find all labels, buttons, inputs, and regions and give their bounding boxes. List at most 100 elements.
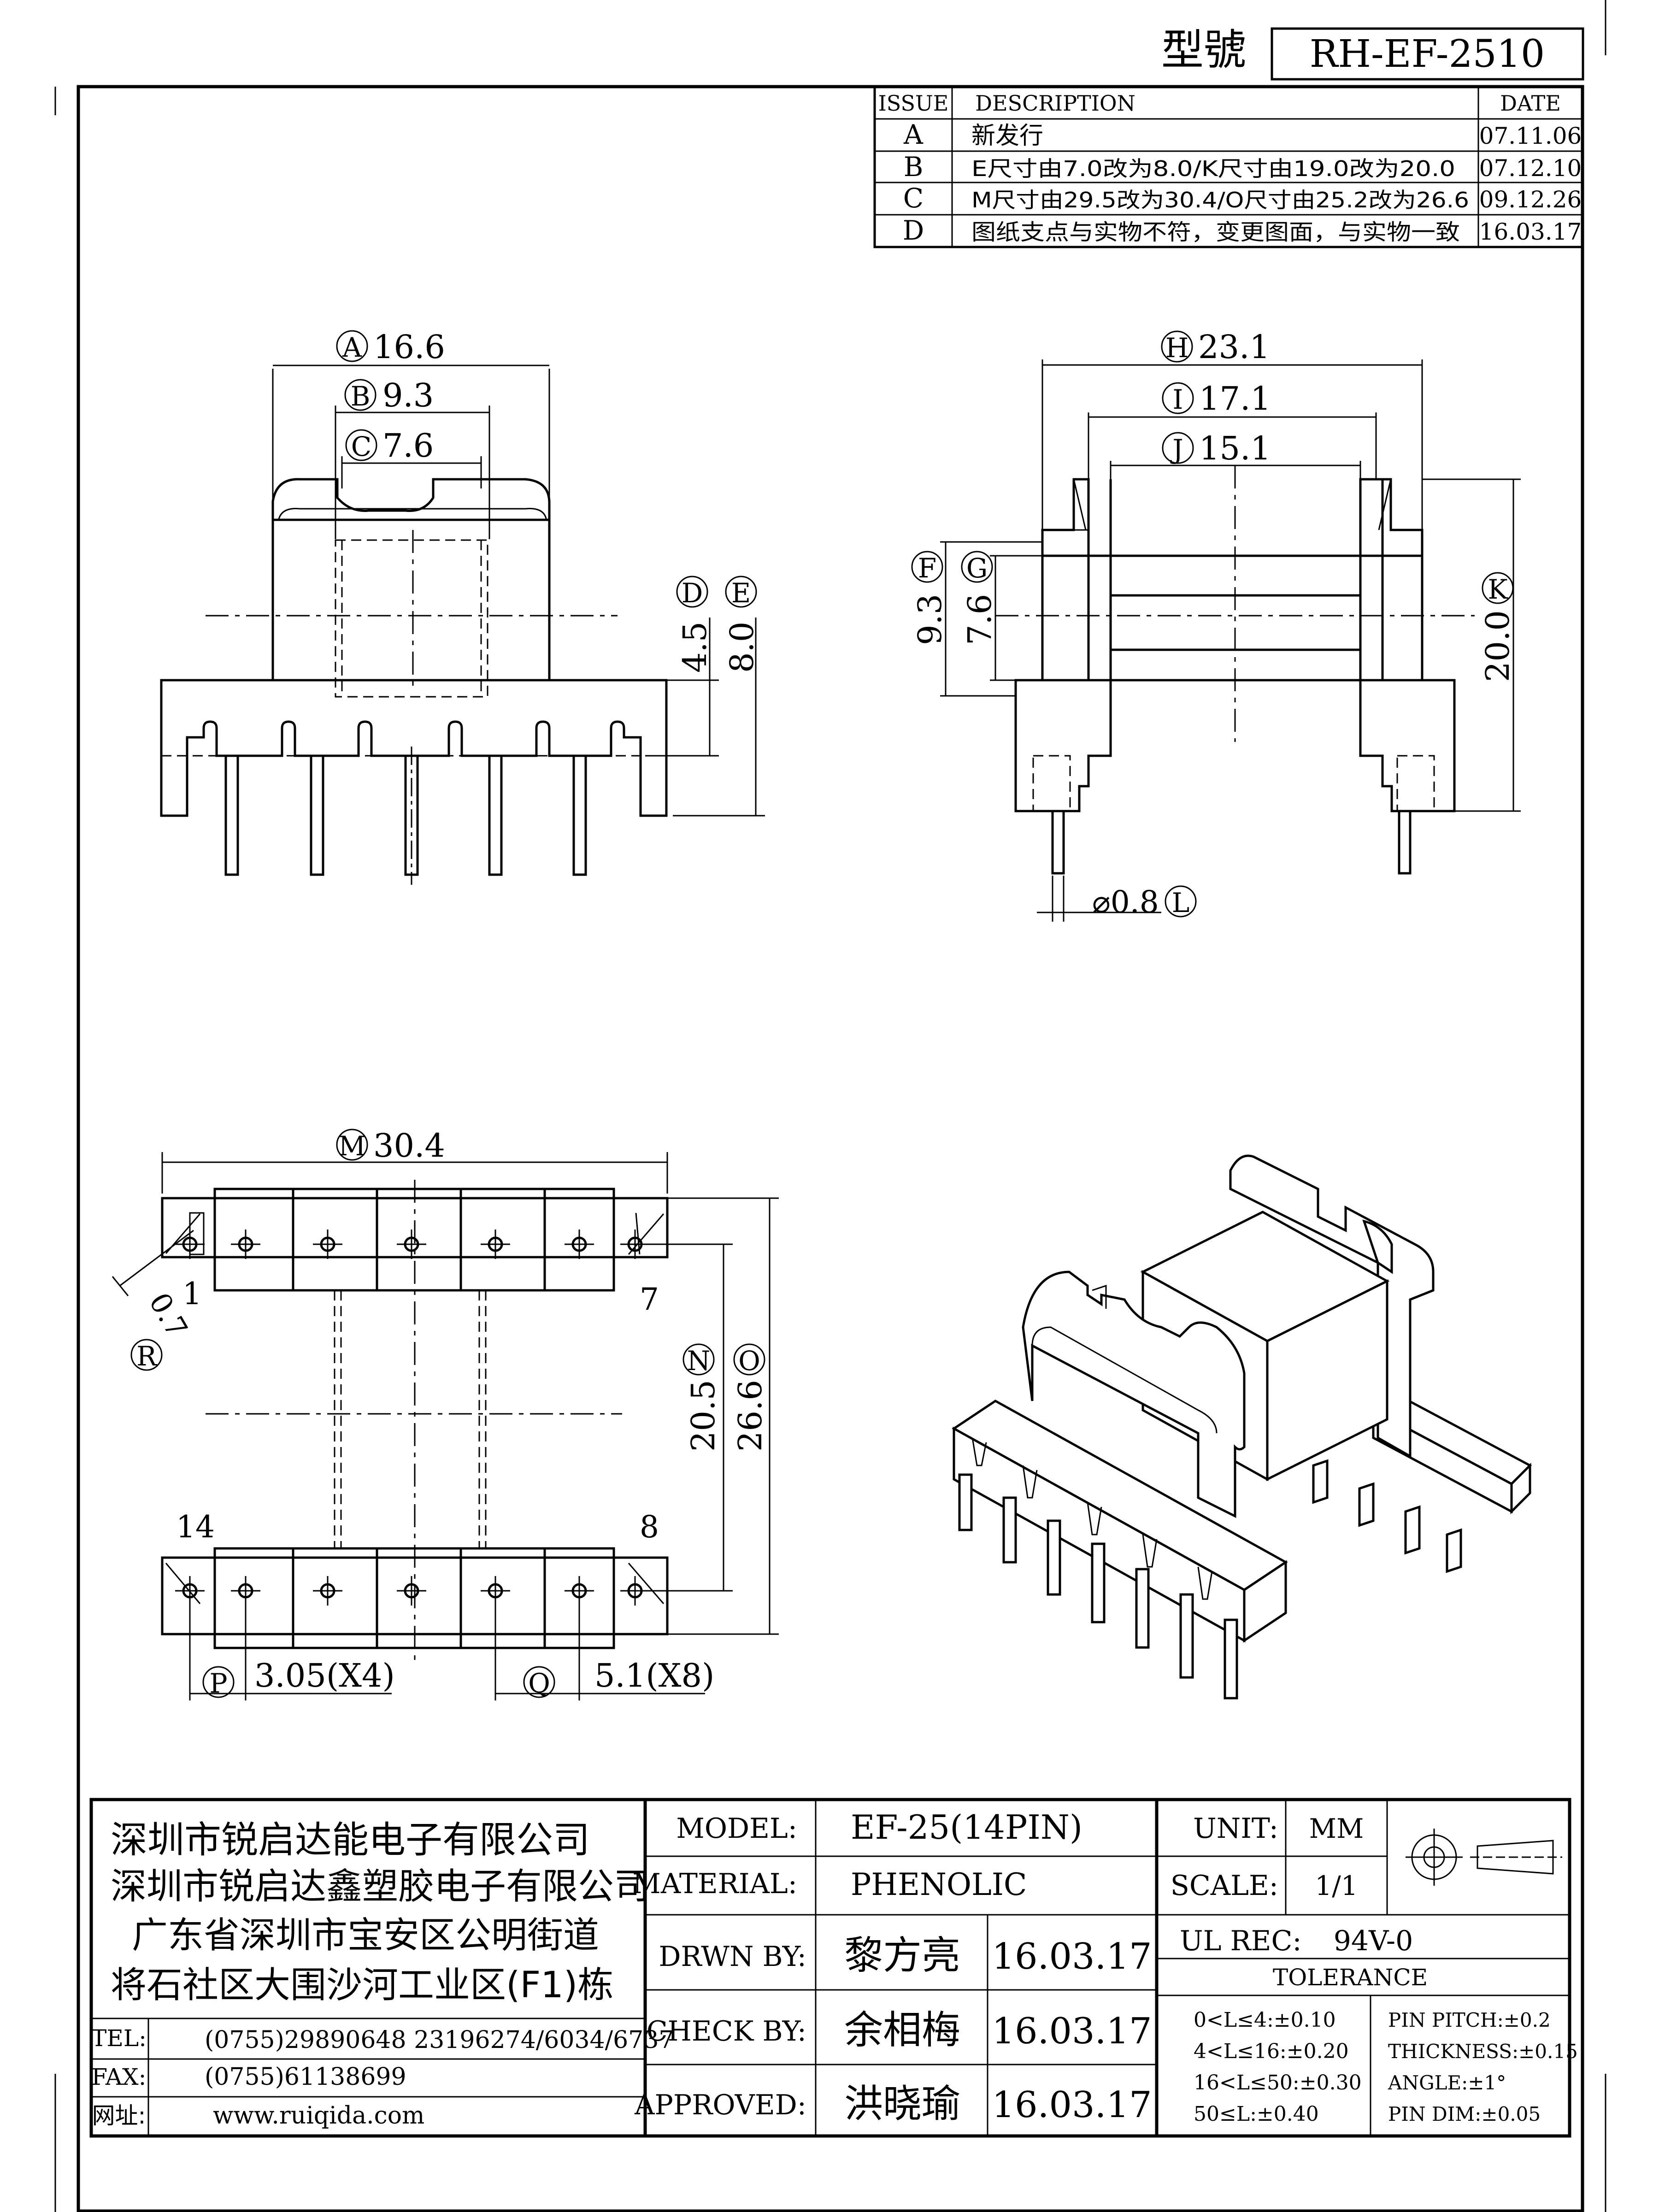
dim-P-value: 3.05(X4) (254, 1657, 395, 1694)
dim-L-letter: L (1172, 887, 1190, 918)
title-block: 深圳市锐启达能电子有限公司 深圳市锐启达鑫塑胶电子有限公司 广东省深圳市宝安区公… (89, 1798, 1578, 2138)
company-line-3: 广东省深圳市宝安区公明街道 (132, 1915, 599, 1956)
pin-label-14: 14 (176, 1509, 215, 1545)
revision-header-date: DATE (1500, 91, 1561, 116)
dim-P-letter: P (209, 1668, 227, 1699)
company-line-2: 深圳市锐启达鑫塑胶电子有限公司 (111, 1866, 650, 1907)
dim-A-letter: A (342, 332, 362, 363)
front-view (160, 365, 765, 885)
dim-O-letter: O (738, 1345, 760, 1377)
dim-H-value: 23.1 (1198, 328, 1270, 366)
revision-description: 图纸支点与实物不符，变更图面，与实物一致 (971, 219, 1460, 245)
dim-N-value: 20.5 (684, 1380, 722, 1452)
dim-F-letter: F (918, 553, 936, 584)
tolerance-title: TOLERANCE (1273, 1964, 1428, 1991)
dim-A-value: 16.6 (373, 328, 445, 366)
web-label: 网址: (92, 2102, 146, 2129)
dim-B-value: 9.3 (382, 377, 434, 414)
dim-N-letter: N (687, 1345, 711, 1377)
scale-value: 1/1 (1315, 1870, 1358, 1901)
tolerance-left-2: 4<L≤16:±0.20 (1194, 2040, 1349, 2063)
revision-date: 16.03.17 (1479, 218, 1582, 245)
dim-C-value: 7.6 (382, 427, 434, 465)
model-number-label: 型號 (1161, 25, 1246, 75)
revision-table: ISSUE DESCRIPTION DATE A 新发行 07.11.06 B … (873, 85, 1584, 248)
dim-G-value: 7.6 (961, 594, 999, 645)
dim-J-letter: J (1170, 434, 1183, 465)
revision-date: 07.12.10 (1479, 155, 1582, 182)
pin-label-7: 7 (640, 1282, 659, 1317)
tolerance-left-4: 50≤L:±0.40 (1194, 2102, 1319, 2126)
pin-label-8: 8 (640, 1509, 659, 1545)
model-number-value: RH-EF-2510 (1310, 32, 1545, 76)
checked-by-value: 余相梅 (844, 2007, 960, 2053)
dim-K-letter: K (1488, 574, 1508, 605)
model-label: MODEL: (676, 1812, 797, 1845)
dim-D-letter: D (682, 577, 703, 609)
tolerance-right-3: ANGLE:±1° (1388, 2071, 1506, 2094)
dimension-labels: A 16.6 B 9.3 C 7.6 D 4.5 E 8.0 F 9.3 G 7… (130, 328, 1517, 1699)
revision-issue: C (903, 182, 924, 214)
revision-issue: D (903, 215, 924, 246)
dim-H-letter: H (1165, 332, 1189, 364)
company-line-1: 深圳市锐启达能电子有限公司 (111, 1818, 590, 1861)
ul-label: UL REC: (1180, 1925, 1302, 1957)
dim-D-value: 4.5 (676, 622, 714, 673)
fax-label: FAX: (92, 2064, 147, 2090)
drawn-date: 16.03.17 (992, 1936, 1152, 1977)
web-value: www.ruiqida.com (213, 2102, 424, 2130)
drawn-by-value: 黎方亮 (844, 1933, 960, 1978)
revision-date: 07.11.06 (1479, 123, 1582, 149)
drawn-by-label: DRWN BY: (659, 1941, 806, 1973)
sheet-frame (54, 0, 1606, 2212)
unit-label: UNIT: (1193, 1812, 1278, 1845)
revision-header-description: DESCRIPTION (975, 91, 1135, 116)
material-label: MATERIAL: (632, 1868, 797, 1900)
dim-M-value: 30.4 (373, 1127, 445, 1165)
scale-label: SCALE: (1171, 1870, 1278, 1902)
pin-label-1: 1 (182, 1276, 202, 1312)
dim-O-value: 26.6 (731, 1380, 769, 1452)
model-value: EF-25(14PIN) (851, 1808, 1082, 1847)
isometric-view (952, 1154, 1532, 1700)
dim-J-value: 15.1 (1199, 429, 1271, 467)
revision-description: E尺寸由7.0改为8.0/K尺寸由19.0改为20.0 (971, 156, 1455, 181)
dim-E-letter: E (731, 577, 751, 609)
ul-value: 94V-0 (1334, 1925, 1413, 1957)
model-number-header: 型號 RH-EF-2510 (1161, 25, 1584, 81)
tel-label: TEL: (91, 2025, 147, 2052)
checked-by-label: CHECK BY: (647, 2015, 806, 2047)
tolerance-right-1: PIN PITCH:±0.2 (1388, 2009, 1551, 2031)
projection-symbol (1406, 1829, 1562, 1886)
revision-issue: B (904, 151, 924, 182)
dim-L-value: ⌀0.8 (1092, 884, 1159, 920)
tolerance-left-1: 0<L≤4:±0.10 (1194, 2008, 1336, 2032)
dim-F-value: 9.3 (911, 594, 949, 645)
dim-R-letter: R (136, 1341, 158, 1372)
revision-date: 09.12.26 (1479, 186, 1582, 213)
approved-by-label: APPROVED: (634, 2089, 806, 2121)
approved-date: 16.03.17 (992, 2084, 1152, 2126)
dim-B-letter: B (351, 381, 371, 412)
company-line-4: 将石社区大围沙河工业区(F1)栋 (111, 1965, 613, 2006)
approved-by-value: 洪晓瑜 (844, 2081, 960, 2126)
checked-date: 16.03.17 (992, 2011, 1152, 2052)
revision-issue: A (903, 119, 924, 150)
dim-I-value: 17.1 (1199, 380, 1271, 418)
dim-G-letter: G (966, 553, 988, 584)
revision-description: 新发行 (971, 122, 1043, 150)
dim-E-value: 8.0 (723, 622, 761, 673)
fax-value: (0755)61138699 (205, 2063, 406, 2091)
revision-description: M尺寸由29.5改为30.4/O尺寸由25.2改为26.6 (971, 188, 1469, 212)
side-view (940, 359, 1521, 922)
dim-Q-letter: Q (528, 1668, 550, 1699)
tel-value: (0755)29890648 23196274/6034/6737 (205, 2026, 674, 2054)
tolerance-left-3: 16<L≤50:±0.30 (1194, 2071, 1362, 2094)
material-value: PHENOLIC (851, 1867, 1027, 1902)
dim-C-letter: C (351, 431, 371, 462)
dim-M-letter: M (338, 1130, 365, 1162)
tolerance-right-4: PIN DIM:±0.05 (1388, 2103, 1541, 2125)
revision-header-issue: ISSUE (878, 91, 949, 116)
dim-I-letter: I (1173, 384, 1183, 415)
